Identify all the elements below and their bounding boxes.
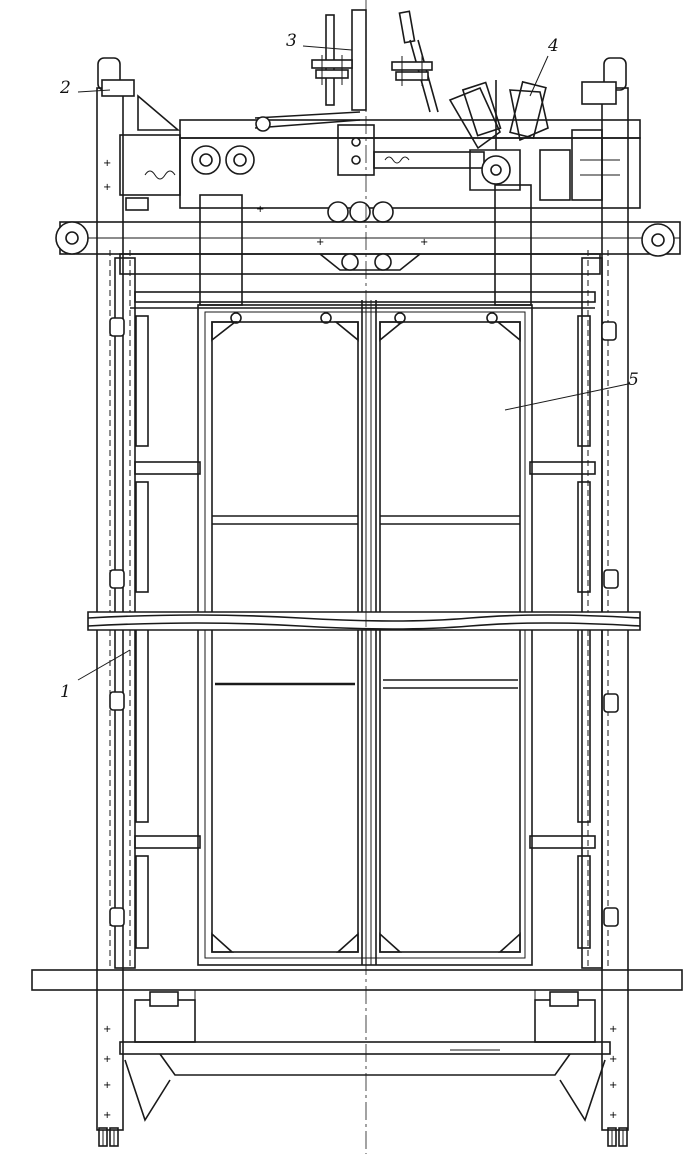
guide-shoes [109,315,619,949]
svg-text:+: + [420,237,428,248]
cabin-body [197,300,533,966]
svg-text:+: + [609,1110,617,1121]
top-crosshead [119,9,641,223]
callout-3: 3 [286,31,297,51]
svg-text:+: + [609,1024,617,1035]
svg-text:+: + [103,1024,111,1035]
svg-text:+: + [103,1080,111,1091]
svg-text:+: + [103,1054,111,1065]
rod-springs [311,55,433,86]
svg-text:+: + [103,182,111,193]
svg-text:+: + [609,1080,617,1091]
svg-text:+: + [103,158,111,169]
callout-5: 5 [628,370,639,390]
main-cross-beam: + + + [55,184,681,306]
right-frame-column: + + + + [581,57,629,1147]
leader-lines [77,45,629,681]
callout-2: 2 [60,78,71,98]
side-braces [134,461,596,849]
svg-text:+: + [103,1110,111,1121]
callout-1: 1 [60,682,71,702]
svg-text:+: + [256,204,264,215]
callout-4: 4 [548,36,559,56]
left-frame-column: + + + + + + [96,57,136,1147]
svg-text:+: + [316,237,324,248]
break-line [87,611,641,631]
bottom-structure [31,969,683,1122]
svg-text:+: + [609,1054,617,1065]
